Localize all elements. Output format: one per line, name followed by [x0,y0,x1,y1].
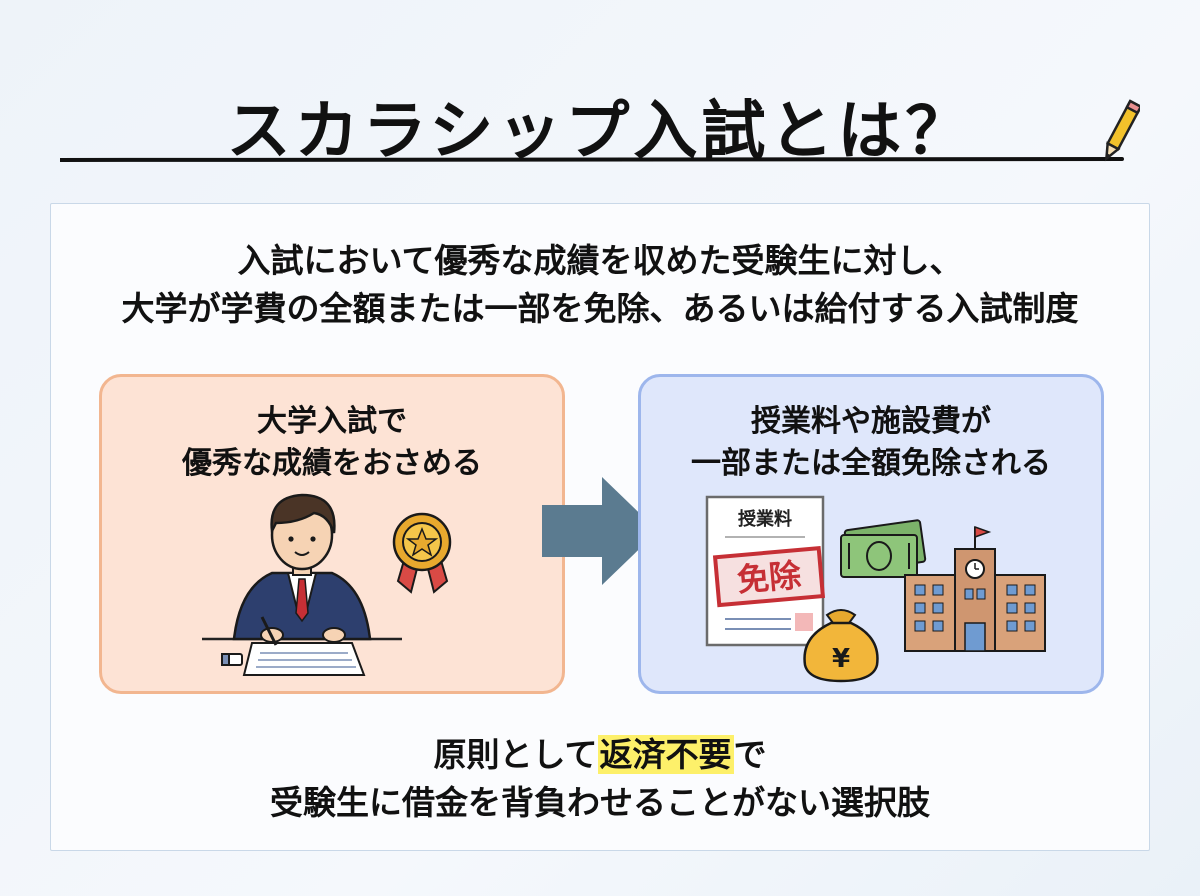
summary-line-2: 受験生に借金を背負わせることがない選択肢 [270,783,930,822]
exam-paper-icon [242,642,366,676]
left-panel-line-1: 大学入試で [257,404,407,439]
summary-highlight: 返済不要 [597,735,734,774]
medal-icon [392,512,452,594]
money-bag-icon: ¥ [803,609,879,683]
left-panel: 大学入試で 優秀な成績をおさめる [99,374,565,694]
lead-text: 入試において優秀な成績を収めた受験生に対し、 大学が学費の全額または一部を免除、… [51,237,1149,333]
document-title: 授業料 [738,508,792,530]
lead-line-1: 入試において優秀な成績を収めた受験生に対し、 [237,241,963,280]
money-bills-icon [840,519,927,578]
right-panel-line-2: 一部または全額免除される [691,446,1051,481]
left-panel-line-2: 優秀な成績をおさめる [182,446,482,481]
right-panel-line-1: 授業料や施設費が [751,404,991,439]
eraser-icon [221,653,243,666]
left-panel-heading: 大学入試で 優秀な成績をおさめる [102,401,562,485]
summary-suffix: で [733,735,767,774]
university-building-icon [904,525,1046,652]
left-panel-illustration [202,493,452,676]
page-title: スカラシップ入試とは？ [226,95,974,169]
student-icon [232,493,372,643]
yen-symbol: ¥ [832,644,850,674]
right-arrow-icon [542,477,658,585]
right-panel-heading: 授業料や施設費が 一部または全額免除される [641,401,1101,485]
lead-line-2: 大学が学費の全額または一部を免除、あるいは給付する入試制度 [121,289,1079,328]
stamp-text: 免除 [736,556,804,600]
title-underline [60,157,1124,162]
summary-prefix: 原則として [433,735,598,774]
pencil-icon [1104,99,1140,162]
main-card: 入試において優秀な成績を収めた受験生に対し、 大学が学費の全額または一部を免除、… [50,203,1150,851]
summary-text: 原則として返済不要で 受験生に借金を背負わせることがない選択肢 [51,731,1149,827]
exemption-stamp-icon: 免除 [712,546,826,608]
right-panel: 授業料や施設費が 一部または全額免除される 授業料 免除 [638,374,1104,694]
title-area: スカラシップ入試とは？ [60,70,1140,170]
writing-pencil-icon [260,616,278,646]
right-panel-illustration: 授業料 免除 ¥ [705,495,1046,683]
summary-line-1: 原則として返済不要で [51,731,1149,779]
